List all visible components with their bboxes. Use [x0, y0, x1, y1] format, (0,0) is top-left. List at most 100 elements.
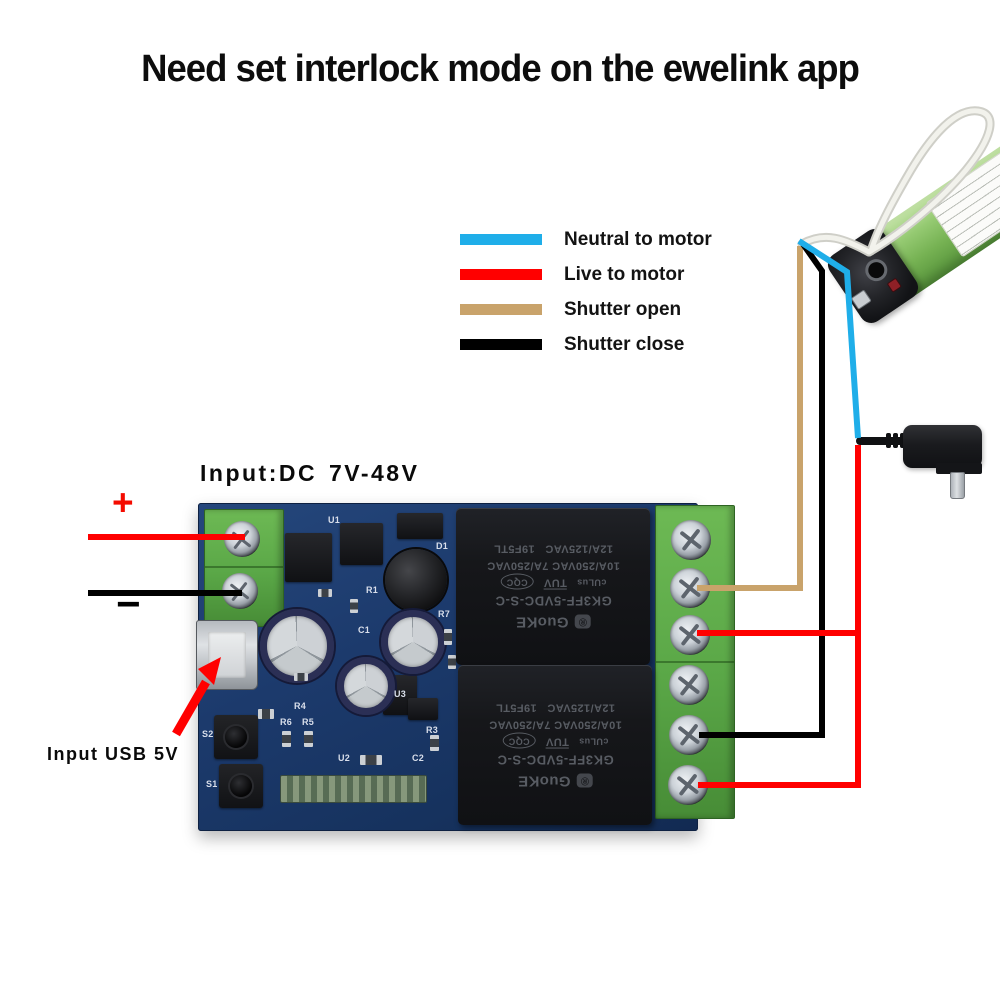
silkscreen-label: D1	[436, 541, 449, 551]
cord-strain-relief	[900, 433, 905, 448]
silkscreen-label: C2	[412, 753, 425, 763]
relay-rating: 12A/125VAC	[544, 542, 613, 555]
electrolytic-capacitor	[260, 609, 334, 683]
smd-component	[294, 673, 308, 681]
wire-color-swatch-live	[460, 269, 542, 280]
soic8-ic-u1	[340, 523, 383, 565]
micro-usb-port	[196, 620, 258, 690]
plus-label: +	[112, 482, 134, 523]
relay-batch-code: 19F5TL	[495, 700, 537, 713]
smd-component	[258, 709, 274, 719]
cord-strain-relief	[893, 433, 898, 448]
terminal-seam	[205, 566, 283, 568]
terminal-screw-out2	[670, 568, 710, 608]
terminal-screw-out6	[668, 765, 708, 805]
relay-logo-icon: ®	[576, 773, 593, 788]
silkscreen-label: U1	[328, 515, 341, 525]
legend-item: Live to motor	[460, 257, 712, 292]
relay-print: ® GuoKE GK3FF-5VDC-S-C cULus TUV CQC 10A…	[468, 539, 639, 634]
ic-u3	[408, 698, 438, 720]
smd-component	[444, 629, 452, 645]
relay-rating: 10A/250VAC 7A/250VAC	[486, 559, 620, 572]
tuv-cert-mark: TUV	[545, 734, 569, 747]
legend-label: Live to motor	[564, 263, 685, 285]
relay-module-board: U1 D1 R1 C1 R7 U3 R4 R6 R5 U2 C2 R3 S2 S…	[196, 503, 735, 831]
silkscreen-label: R5	[302, 717, 315, 727]
motor-spec-label	[925, 146, 1000, 258]
relay-print: ® GuoKE GK3FF-5VDC-S-C cULus TUV CQC 10A…	[470, 698, 641, 793]
push-button-s2[interactable]	[214, 715, 258, 759]
power-adapter-base	[936, 463, 982, 474]
silkscreen-label: R3	[426, 725, 439, 735]
smd-component	[360, 755, 382, 765]
terminal-screw-out5	[669, 715, 709, 755]
smd-component	[304, 731, 313, 747]
silkscreen-label: U2	[338, 753, 351, 763]
terminal-screw-out4	[669, 665, 709, 705]
cqc-cert-mark: CQC	[502, 732, 536, 749]
relay-model: GK3FF-5VDC-S-C	[496, 752, 614, 768]
relay-logo-icon: ®	[574, 615, 591, 630]
silkscreen-label: R7	[438, 609, 451, 619]
motor-shaft-hole	[861, 254, 892, 286]
motor-button-dot	[886, 277, 902, 293]
relay-model: GK3FF-5VDC-S-C	[494, 593, 612, 609]
terminal-screw-dc-minus	[222, 573, 258, 609]
push-button-s1[interactable]	[219, 764, 263, 808]
input-dc-label: Input:DC 7V-48V	[200, 460, 420, 486]
silkscreen-label: R1	[366, 585, 379, 595]
silkscreen-label: R6	[280, 717, 293, 727]
silkscreen-label: C1	[358, 625, 371, 635]
input-usb-label: Input USB 5V	[47, 744, 180, 764]
cqc-cert-mark: CQC	[500, 573, 534, 590]
relay-batch-code: 19F5TL	[493, 542, 535, 555]
cord-strain-relief	[886, 433, 891, 448]
inductor-coil	[385, 549, 447, 611]
smd-component	[430, 735, 439, 751]
relay-brand: GuoKE	[515, 613, 569, 631]
power-adapter	[903, 425, 982, 468]
wire-color-swatch-open	[460, 304, 542, 315]
legend-label: Shutter close	[564, 333, 685, 355]
terminal-screw-out1	[671, 520, 711, 560]
legend-label: Shutter open	[564, 298, 682, 320]
micro-usb-opening	[207, 631, 247, 679]
electrolytic-capacitor	[381, 610, 445, 674]
wire-color-swatch-close	[460, 339, 542, 350]
terminal-screw-out3	[670, 615, 710, 655]
relay-2: ® GuoKE GK3FF-5VDC-S-C cULus TUV CQC 10A…	[458, 665, 652, 825]
relay-1: ® GuoKE GK3FF-5VDC-S-C cULus TUV CQC 10A…	[456, 508, 650, 665]
adapter-cord	[856, 437, 906, 445]
ul-cert-mark: cULus	[576, 577, 606, 588]
page-title: Need set interlock mode on the ewelink a…	[141, 48, 860, 90]
wire-color-swatch-neutral	[460, 234, 542, 245]
electrolytic-capacitor	[337, 657, 395, 715]
legend-item: Neutral to motor	[460, 222, 712, 257]
motor-mount-clip	[850, 289, 872, 310]
silkscreen-label: R4	[294, 701, 307, 711]
wire-legend: Neutral to motor Live to motor Shutter o…	[460, 222, 712, 362]
adapter-plug-prong	[950, 472, 965, 499]
minus-label: −	[116, 580, 141, 627]
relay-rating: 12A/125VAC	[546, 700, 615, 713]
silkscreen-label: S1	[206, 779, 218, 789]
silkscreen-label: U3	[394, 689, 407, 699]
tuv-cert-mark: TUV	[543, 576, 567, 589]
legend-item: Shutter open	[460, 292, 712, 327]
legend-label: Neutral to motor	[564, 228, 712, 250]
legend-item: Shutter close	[460, 327, 712, 362]
relay-rating: 10A/250VAC 7A/250VAC	[488, 717, 622, 730]
diode-d1	[397, 513, 443, 539]
smd-component	[350, 599, 358, 613]
terminal-screw-dc-plus	[224, 521, 260, 557]
ul-cert-mark: cULus	[578, 736, 608, 747]
terminal-seam	[656, 661, 734, 663]
smd-component	[448, 655, 456, 669]
relay-brand: GuoKE	[517, 772, 571, 790]
silkscreen-label: S2	[202, 729, 214, 739]
pcb-antenna	[280, 775, 427, 803]
smd-component	[318, 589, 332, 597]
smd-component	[282, 731, 291, 747]
